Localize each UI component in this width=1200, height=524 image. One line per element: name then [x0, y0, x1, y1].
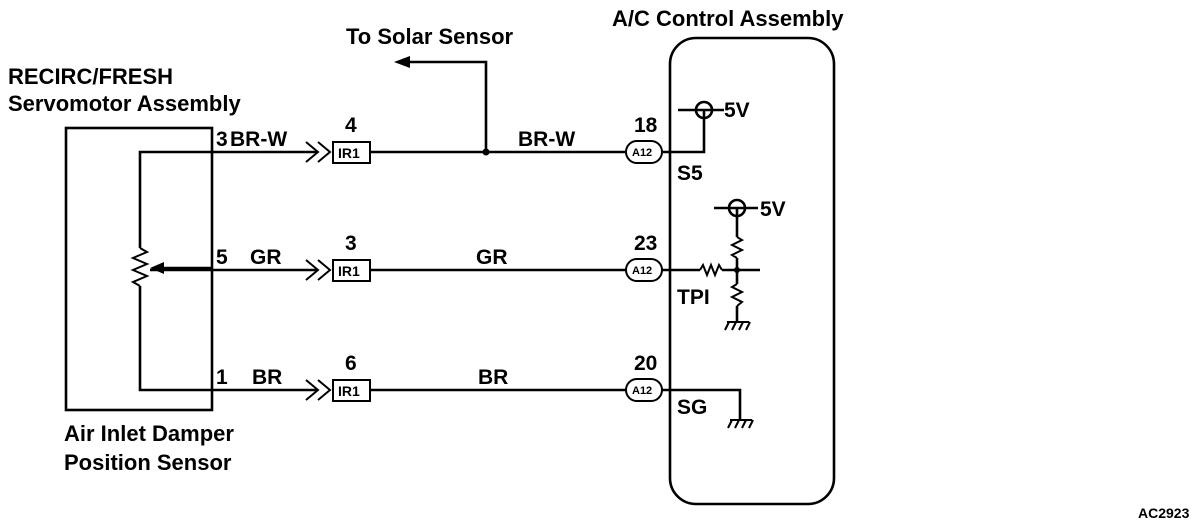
servo-wire-s5: BR-W — [230, 128, 287, 151]
servomotor-label-line2: Servomotor Assembly — [8, 91, 241, 116]
ac-control-assembly-label: A/C Control Assembly — [612, 6, 844, 31]
ecu-connector-label-sg: A12 — [632, 385, 652, 397]
servo-wire-sg: BR — [252, 366, 282, 389]
connector-label-s5: IR1 — [338, 145, 360, 161]
potentiometer — [130, 150, 212, 392]
tpi-supply-label: 5V — [760, 198, 786, 221]
figure-code: AC2923 — [1138, 505, 1190, 521]
ecu-connector-label-s5: A12 — [632, 147, 652, 159]
circuit-sg: 1 BR IR1 6 BR A12 20 SG — [212, 352, 754, 429]
servo-wire-tpi: GR — [250, 246, 282, 269]
servo-pin-s5: 3 — [216, 128, 228, 151]
connector-pin-sg: 6 — [345, 352, 357, 375]
connector-pin-tpi: 3 — [345, 232, 357, 255]
terminal-tpi: TPI — [677, 286, 710, 309]
ecu-pin-tpi: 23 — [634, 232, 657, 255]
wire-color-sg: BR — [478, 366, 508, 389]
connector-label-tpi: IR1 — [338, 263, 360, 279]
circuit-tpi: 5 GR IR1 3 GR A12 23 TPI 5V — [150, 198, 786, 331]
servo-pin-tpi: 5 — [216, 246, 228, 269]
circuit-s5: 3 BR-W IR1 4 BR-W A12 18 S5 5V — [212, 99, 750, 185]
solar-sensor-branch: To Solar Sensor — [346, 24, 514, 152]
sensor-label-line2: Position Sensor — [64, 450, 232, 475]
wire-color-tpi: GR — [476, 246, 508, 269]
servo-pin-sg: 1 — [216, 366, 228, 389]
wire-color-s5: BR-W — [518, 128, 575, 151]
to-solar-sensor-label: To Solar Sensor — [346, 24, 514, 49]
s5-supply-label: 5V — [724, 99, 750, 122]
sensor-label-line1: Air Inlet Damper — [64, 421, 234, 446]
ecu-pin-sg: 20 — [634, 352, 657, 375]
ecu-connector-label-tpi: A12 — [632, 265, 652, 277]
ecu-pin-s5: 18 — [634, 114, 658, 137]
connector-label-sg: IR1 — [338, 383, 360, 399]
servomotor-label-line1: RECIRC/FRESH — [8, 64, 173, 89]
terminal-sg: SG — [677, 396, 707, 419]
terminal-s5: S5 — [677, 162, 703, 185]
connector-pin-s5: 4 — [345, 114, 357, 137]
